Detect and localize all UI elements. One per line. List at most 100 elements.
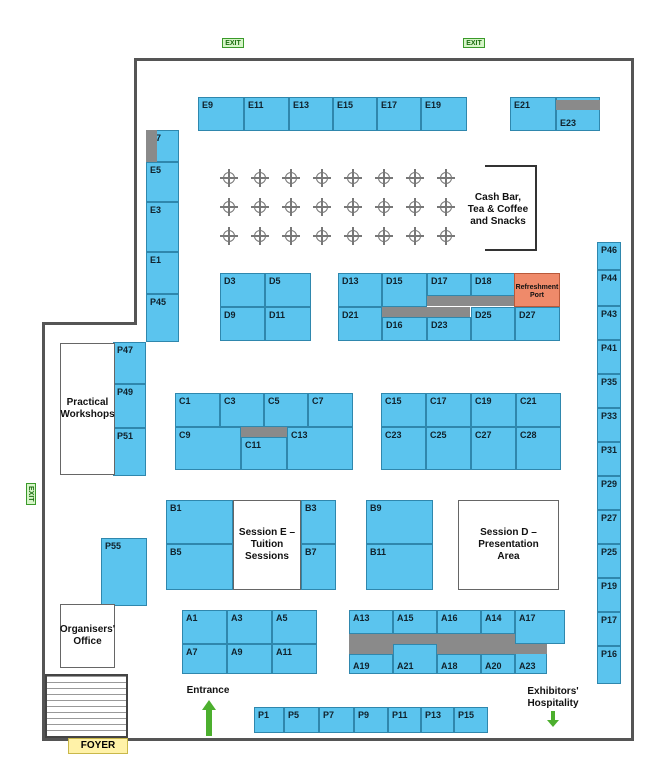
booth-a1[interactable]: A1 <box>182 610 227 644</box>
booth-p7[interactable]: P7 <box>319 707 354 733</box>
booth-b1[interactable]: B1 <box>166 500 233 544</box>
booth-p17[interactable]: P17 <box>597 612 621 646</box>
booth-a11[interactable]: A11 <box>272 644 317 674</box>
reserved-strip <box>393 634 437 644</box>
booth-e15[interactable]: E15 <box>333 97 377 131</box>
booth-label: A20 <box>485 661 502 671</box>
booth-c11[interactable]: C11 <box>241 437 287 470</box>
booth-d17[interactable]: D17 <box>427 273 471 296</box>
booth-a20[interactable]: A20 <box>481 654 515 674</box>
booth-d5[interactable]: D5 <box>265 273 311 307</box>
booth-p46[interactable]: P46 <box>597 242 621 270</box>
booth-p9[interactable]: P9 <box>354 707 388 733</box>
booth-label: C25 <box>430 430 447 440</box>
booth-d16[interactable]: D16 <box>382 317 427 341</box>
cafe-table-icon <box>220 198 238 216</box>
booth-p41[interactable]: P41 <box>597 340 621 374</box>
booth-label: D16 <box>386 320 403 330</box>
booth-d15[interactable]: D15 <box>382 273 427 307</box>
booth-p25[interactable]: P25 <box>597 544 621 578</box>
booth-e19[interactable]: E19 <box>421 97 467 131</box>
booth-d11[interactable]: D11 <box>265 307 311 341</box>
booth-d18[interactable]: D18 <box>471 273 515 296</box>
booth-p47[interactable]: P47 <box>113 342 146 384</box>
booth-e3[interactable]: E3 <box>146 202 179 252</box>
booth-c17[interactable]: C17 <box>426 393 471 427</box>
booth-a13[interactable]: A13 <box>349 610 393 634</box>
booth-e13[interactable]: E13 <box>289 97 333 131</box>
booth-p44[interactable]: P44 <box>597 270 621 306</box>
booth-e1[interactable]: E1 <box>146 252 179 294</box>
booth-label: B5 <box>170 547 182 557</box>
booth-d23[interactable]: D23 <box>427 317 471 341</box>
booth-c1[interactable]: C1 <box>175 393 220 427</box>
booth-c25[interactable]: C25 <box>426 427 471 470</box>
entrance-arrow-icon <box>202 700 216 736</box>
booth-c7[interactable]: C7 <box>308 393 353 427</box>
booth-a9[interactable]: A9 <box>227 644 272 674</box>
booth-p35[interactable]: P35 <box>597 374 621 408</box>
booth-a5[interactable]: A5 <box>272 610 317 644</box>
booth-p16[interactable]: P16 <box>597 646 621 684</box>
booth-c21[interactable]: C21 <box>516 393 561 427</box>
booth-p55[interactable]: P55 <box>101 538 147 606</box>
booth-c3[interactable]: C3 <box>220 393 264 427</box>
booth-c28[interactable]: C28 <box>516 427 561 470</box>
booth-p13[interactable]: P13 <box>421 707 454 733</box>
booth-c13[interactable]: C13 <box>287 427 353 470</box>
booth-a18[interactable]: A18 <box>437 654 481 674</box>
booth-a14[interactable]: A14 <box>481 610 515 634</box>
booth-d27[interactable]: D27 <box>515 307 560 341</box>
booth-c5[interactable]: C5 <box>264 393 308 427</box>
reserved-strip <box>146 130 157 162</box>
booth-label: P5 <box>288 710 300 720</box>
booth-e11[interactable]: E11 <box>244 97 289 131</box>
booth-p29[interactable]: P29 <box>597 476 621 510</box>
booth-a17[interactable]: A17 <box>515 610 565 644</box>
booth-d25[interactable]: D25 <box>471 307 515 341</box>
cafe-table-icon <box>344 169 362 187</box>
booth-p33[interactable]: P33 <box>597 408 621 442</box>
booth-d21[interactable]: D21 <box>338 307 382 341</box>
booth-p5[interactable]: P5 <box>284 707 319 733</box>
booth-a3[interactable]: A3 <box>227 610 272 644</box>
booth-b5[interactable]: B5 <box>166 544 233 590</box>
booth-label: D17 <box>431 276 448 286</box>
booth-c27[interactable]: C27 <box>471 427 516 470</box>
booth-a19[interactable]: A19 <box>349 654 393 674</box>
booth-p45[interactable]: P45 <box>146 294 179 342</box>
wall-left-upper <box>134 58 137 323</box>
booth-d13[interactable]: D13 <box>338 273 382 307</box>
booth-c15[interactable]: C15 <box>381 393 426 427</box>
booth-a21[interactable]: A21 <box>393 644 437 674</box>
booth-p31[interactable]: P31 <box>597 442 621 476</box>
booth-c19[interactable]: C19 <box>471 393 516 427</box>
booth-c23[interactable]: C23 <box>381 427 426 470</box>
booth-p19[interactable]: P19 <box>597 578 621 612</box>
booth-d9[interactable]: D9 <box>220 307 265 341</box>
booth-b7[interactable]: B7 <box>301 544 336 590</box>
cafe-table-icon <box>251 169 269 187</box>
booth-e9[interactable]: E9 <box>198 97 244 131</box>
booth-p43[interactable]: P43 <box>597 306 621 340</box>
booth-label: B3 <box>305 503 317 513</box>
booth-a15[interactable]: A15 <box>393 610 437 634</box>
booth-c9[interactable]: C9 <box>175 427 241 470</box>
booth-a16[interactable]: A16 <box>437 610 481 634</box>
booth-p49[interactable]: P49 <box>113 384 146 428</box>
booth-b9[interactable]: B9 <box>366 500 433 544</box>
booth-p15[interactable]: P15 <box>454 707 488 733</box>
booth-p11[interactable]: P11 <box>388 707 421 733</box>
booth-a7[interactable]: A7 <box>182 644 227 674</box>
booth-d3[interactable]: D3 <box>220 273 265 307</box>
booth-e17[interactable]: E17 <box>377 97 421 131</box>
booth-b11[interactable]: B11 <box>366 544 433 590</box>
booth-p1[interactable]: P1 <box>254 707 284 733</box>
booth-label: P15 <box>458 710 475 720</box>
booth-b3[interactable]: B3 <box>301 500 336 544</box>
booth-e21[interactable]: E21 <box>510 97 556 131</box>
booth-p27[interactable]: P27 <box>597 510 621 544</box>
booth-e5[interactable]: E5 <box>146 162 179 202</box>
booth-p51[interactable]: P51 <box>113 428 146 476</box>
